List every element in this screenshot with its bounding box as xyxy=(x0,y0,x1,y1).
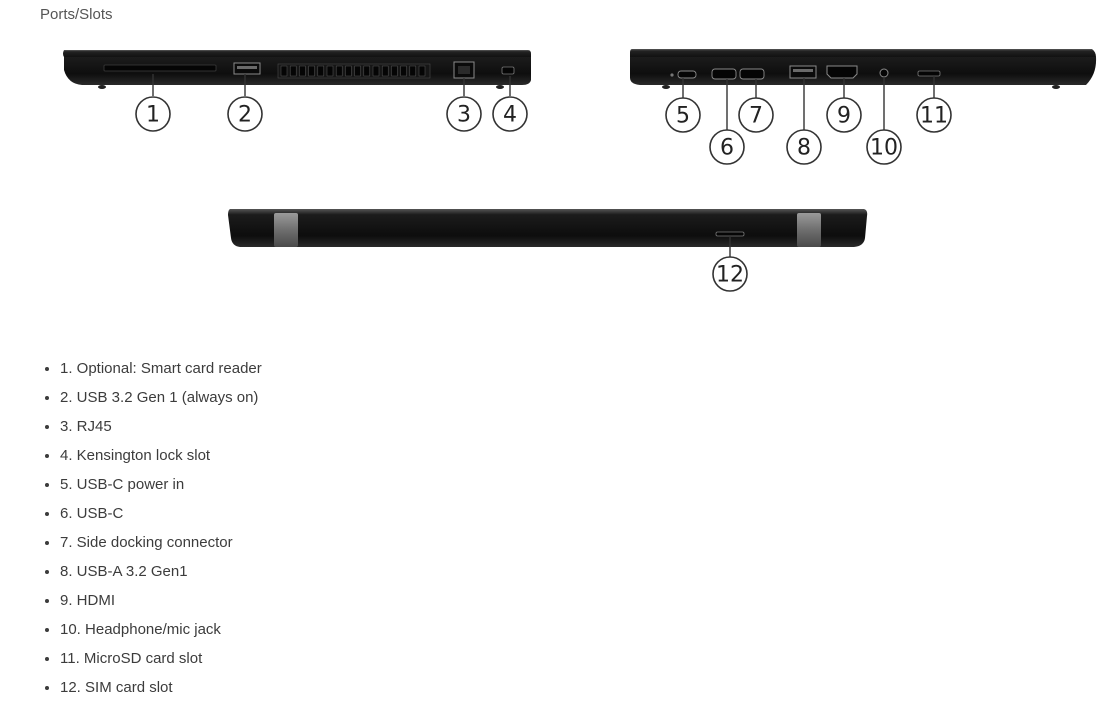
vent-slat xyxy=(335,65,343,77)
vent-slat xyxy=(317,65,325,77)
usb-c-port xyxy=(711,68,737,80)
vent-slat xyxy=(391,65,398,77)
vent-slat xyxy=(326,65,334,77)
laptop-rear-figure: 12 xyxy=(228,209,868,292)
svg-text:4: 4 xyxy=(503,103,517,128)
list-item: 5. USB-C power in xyxy=(60,470,262,499)
vent-slat xyxy=(418,65,426,77)
vent-slat xyxy=(381,65,389,77)
callout-9: 9 xyxy=(826,78,862,133)
vent-slat xyxy=(280,65,288,77)
svg-text:9: 9 xyxy=(837,104,851,129)
kensington-lock-slot xyxy=(501,66,515,75)
side-docking-connector xyxy=(739,68,765,80)
hinge-left xyxy=(274,213,298,247)
hinge-right xyxy=(797,213,821,247)
callout-5: 5 xyxy=(665,78,701,133)
vent-slat xyxy=(299,65,306,77)
list-item: 4. Kensington lock slot xyxy=(60,441,262,470)
laptop-right-body xyxy=(630,49,1097,89)
smart-card-slot xyxy=(103,64,217,72)
svg-text:1: 1 xyxy=(146,103,160,128)
vent-slat xyxy=(289,65,297,77)
vent-slat xyxy=(372,65,380,77)
usb-c-power-port xyxy=(677,70,697,79)
svg-text:10: 10 xyxy=(870,136,898,161)
microsd-slot xyxy=(917,70,941,77)
headphone-jack xyxy=(879,68,889,78)
callout-11: 11 xyxy=(916,76,952,133)
svg-text:3: 3 xyxy=(457,103,471,128)
svg-text:5: 5 xyxy=(676,104,690,129)
list-item: 7. Side docking connector xyxy=(60,528,262,557)
laptop-right-side-figure: 5 6 7 8 9 10 11 xyxy=(630,49,1097,165)
laptop-rear-body xyxy=(228,209,868,247)
port-list: 1. Optional: Smart card reader 2. USB 3.… xyxy=(40,354,262,702)
sim-card-slot xyxy=(715,231,745,237)
svg-text:12: 12 xyxy=(716,263,744,288)
list-item: 8. USB-A 3.2 Gen1 xyxy=(60,557,262,586)
list-item: 12. SIM card slot xyxy=(60,673,262,702)
callout-6: 6 xyxy=(709,79,745,165)
list-item: 9. HDMI xyxy=(60,586,262,615)
callout-4: 4 xyxy=(492,76,528,132)
svg-text:2: 2 xyxy=(238,103,252,128)
list-item: 10. Headphone/mic jack xyxy=(60,615,262,644)
vent-slat xyxy=(400,65,407,77)
callout-1: 1 xyxy=(135,74,171,132)
svg-text:11: 11 xyxy=(920,104,948,129)
list-item: 1. Optional: Smart card reader xyxy=(60,354,262,383)
callout-12: 12 xyxy=(712,236,748,292)
vent-slat xyxy=(308,65,315,77)
callout-10: 10 xyxy=(866,77,902,165)
svg-text:6: 6 xyxy=(720,136,734,161)
vent-slat xyxy=(363,65,371,77)
callout-2: 2 xyxy=(227,74,263,132)
list-item: 11. MicroSD card slot xyxy=(60,644,262,673)
section-heading: Ports/Slots xyxy=(40,6,113,23)
vent-slat xyxy=(409,65,417,77)
list-item: 3. RJ45 xyxy=(60,412,262,441)
list-item: 2. USB 3.2 Gen 1 (always on) xyxy=(60,383,262,412)
laptop-left-body xyxy=(63,50,531,89)
svg-text:7: 7 xyxy=(749,104,763,129)
vent-slat xyxy=(354,65,361,77)
list-item: 6. USB-C xyxy=(60,499,262,528)
laptop-left-side-figure: 1 2 3 4 xyxy=(63,50,531,132)
callout-7: 7 xyxy=(738,79,774,133)
hdmi-port xyxy=(826,65,858,79)
callout-8: 8 xyxy=(786,78,822,165)
vent-slats xyxy=(280,65,426,77)
svg-text:8: 8 xyxy=(797,136,811,161)
callout-3: 3 xyxy=(446,78,482,132)
vent-slat xyxy=(345,65,352,77)
